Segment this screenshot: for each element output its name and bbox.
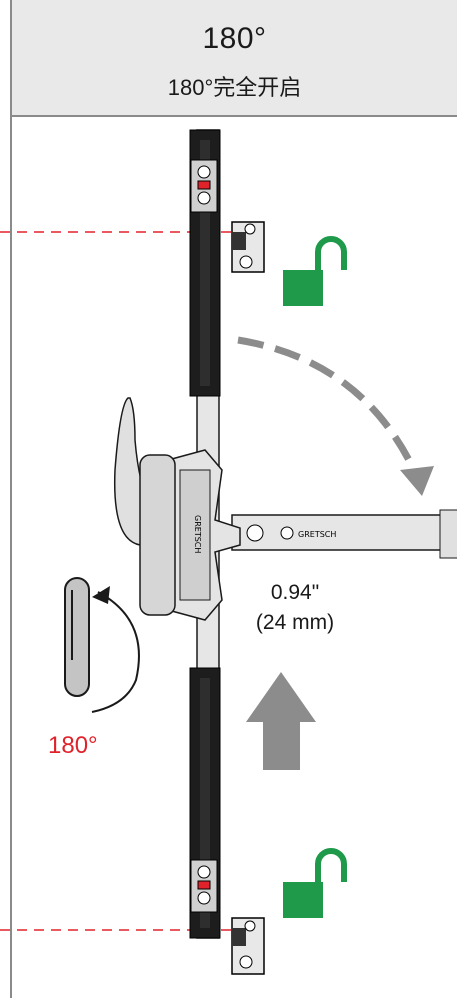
rotation-arrow-icon xyxy=(64,577,140,713)
opening-angle-title: 180° xyxy=(202,22,267,55)
top-roller xyxy=(190,159,218,213)
up-arrow-icon xyxy=(246,672,316,770)
brand-text-arm: GRETSCH xyxy=(298,530,336,539)
frame-edge xyxy=(10,117,12,998)
bottom-keeper xyxy=(231,917,265,975)
header-panel: 180° 180°完全开启 xyxy=(10,0,457,117)
window-handle xyxy=(113,397,176,616)
unlocked-padlock-icon xyxy=(283,848,347,918)
bottom-roller xyxy=(190,859,218,913)
opening-subtitle: 180°完全开启 xyxy=(167,75,302,100)
curved-arrow-icon xyxy=(237,336,434,496)
handle-arm: GRETSCH xyxy=(231,509,457,559)
gearbox-body: GRETSCH xyxy=(167,449,241,621)
measurement-mm: (24 mm) xyxy=(255,611,335,634)
unlocked-padlock-icon xyxy=(283,236,347,306)
measurement-inches: 0.94" xyxy=(270,581,320,604)
rotation-angle-label: 180° xyxy=(48,732,98,759)
top-keeper xyxy=(231,221,265,273)
brand-text-body: GRETSCH xyxy=(193,515,202,553)
